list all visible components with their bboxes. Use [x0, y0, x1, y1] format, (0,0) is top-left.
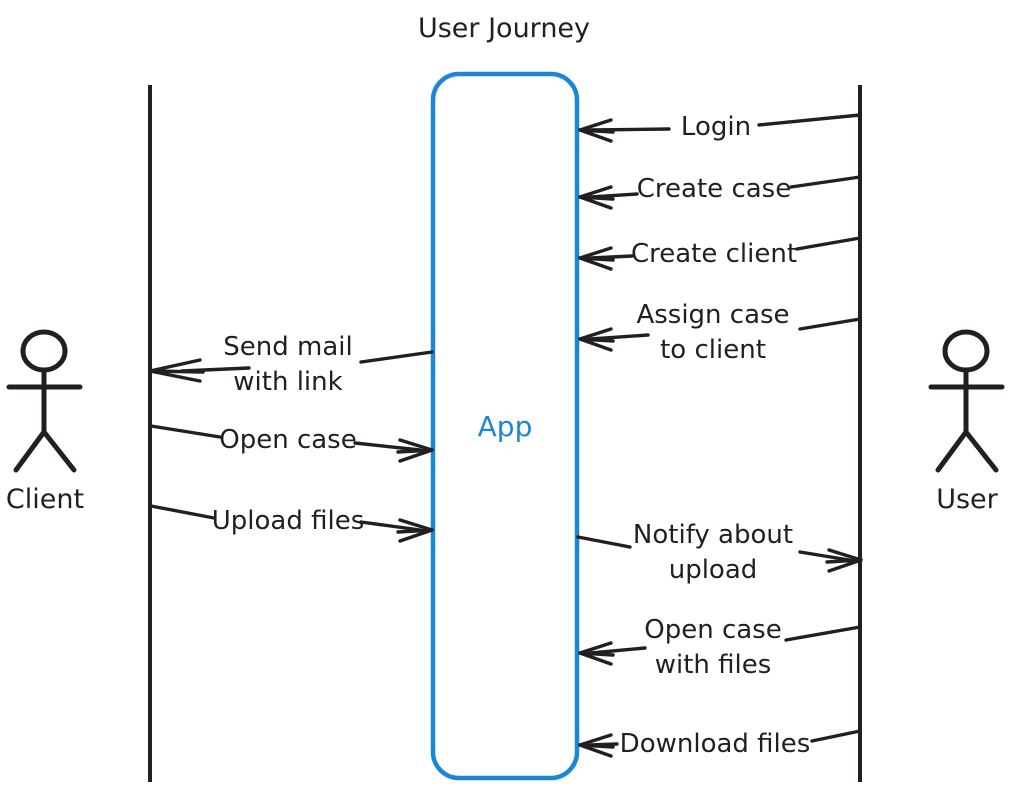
message-label-create-client: Create client	[631, 239, 797, 269]
message-label-upload-files: Upload files	[212, 506, 365, 536]
actor-label-client: Client	[6, 484, 84, 515]
app-lifeline-box	[430, 71, 580, 781]
message-open-case: Open case	[149, 424, 434, 463]
message-label-send-mail-line1: Send mail	[223, 332, 352, 362]
message-notify-about-upload: Notify about upload	[576, 520, 863, 585]
message-label-notify-line1: Notify about	[633, 520, 793, 550]
user-right-leg-icon	[963, 429, 999, 473]
message-login: Login	[578, 112, 862, 143]
message-label-assign-case-line1: Assign case	[636, 300, 789, 330]
actor-user: User	[928, 329, 1005, 515]
diagram-title: User Journey	[418, 13, 590, 44]
message-send-mail-with-link: Send mail with link	[148, 332, 434, 397]
client-right-leg-icon	[41, 429, 77, 473]
message-label-download-files: Download files	[620, 729, 811, 759]
client-left-leg-icon	[13, 429, 47, 473]
app-label: App	[478, 410, 533, 443]
message-label-assign-case-line2: to client	[660, 335, 766, 365]
user-head-icon	[942, 329, 990, 373]
message-label-open-case: Open case	[219, 425, 356, 455]
message-create-client: Create client	[578, 236, 862, 271]
message-create-case: Create case	[578, 174, 862, 210]
client-head-icon	[20, 329, 68, 373]
message-label-login: Login	[681, 112, 751, 142]
message-download-files: Download files	[578, 729, 862, 759]
message-label-open-case-files-line2: with files	[655, 650, 772, 680]
actor-label-user: User	[936, 484, 998, 515]
message-label-send-mail-line2: with link	[233, 367, 342, 397]
message-upload-files: Upload files	[149, 504, 434, 543]
message-open-case-with-files: Open case with files	[578, 615, 862, 680]
message-label-notify-line2: upload	[669, 555, 758, 585]
message-label-create-case: Create case	[637, 174, 791, 204]
actor-client: Client	[6, 329, 84, 515]
user-left-leg-icon	[935, 429, 969, 473]
message-assign-case-to-client: Assign case to client	[578, 300, 862, 365]
message-label-open-case-files-line1: Open case	[644, 615, 781, 645]
